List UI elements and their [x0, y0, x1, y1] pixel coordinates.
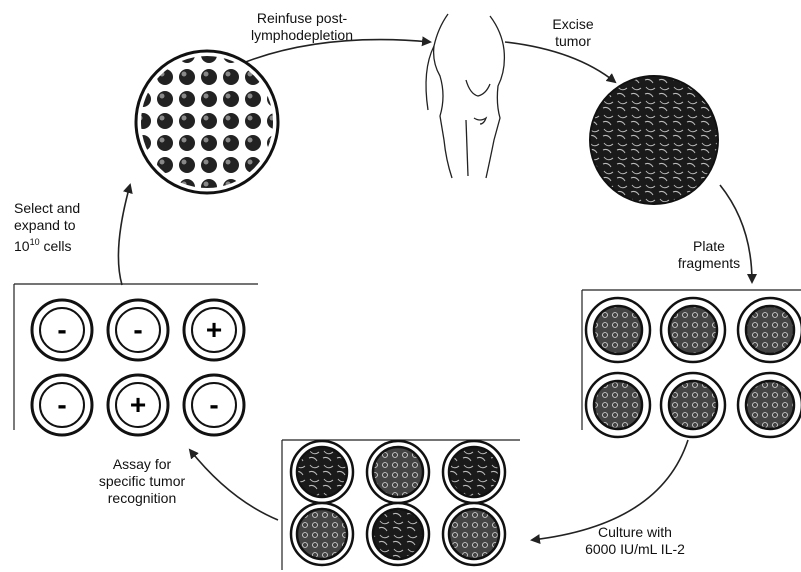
assay-well: -	[184, 375, 244, 435]
assay-result-symbol: -	[57, 389, 66, 420]
expanded-cells-dish	[136, 51, 278, 193]
assay-tray: - - + - + -	[14, 284, 258, 435]
assay-result-symbol: +	[130, 389, 146, 420]
patient-figure	[426, 14, 504, 178]
step-label-select: Select and expand to 1010 cells	[14, 200, 134, 255]
assay-result-symbol: -	[209, 389, 218, 420]
assay-well: +	[108, 375, 168, 435]
step-label-reinfuse: Reinfuse post-lymphodepletion	[212, 10, 392, 44]
assay-well: -	[32, 300, 92, 360]
assay-result-symbol: -	[133, 314, 142, 345]
assay-well: -	[108, 300, 168, 360]
assay-result-symbol: +	[206, 314, 222, 345]
assay-result-symbol: -	[57, 314, 66, 345]
fragment-well	[586, 298, 801, 437]
assay-well: -	[32, 375, 92, 435]
plated-fragments-tray	[582, 290, 801, 437]
culture-well	[291, 441, 505, 565]
assay-wells: - - + - + -	[32, 300, 244, 435]
assay-well: +	[184, 300, 244, 360]
tumor-tissue	[590, 76, 718, 204]
culture-tray	[282, 440, 520, 570]
